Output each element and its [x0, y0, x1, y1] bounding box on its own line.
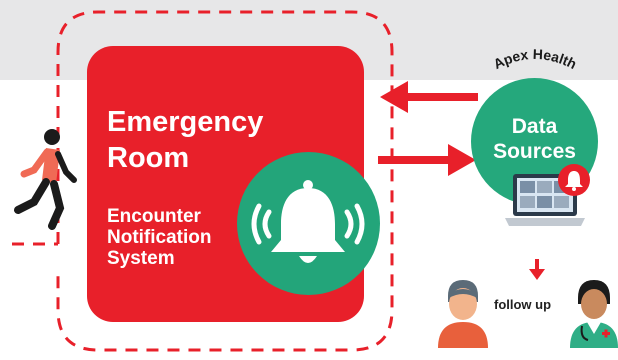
- data-sources-title: Data Sources: [471, 114, 598, 164]
- arrow-right-icon: [378, 144, 476, 176]
- exchange-arrows: [378, 80, 478, 190]
- notification-system-title: Encounter Notification System: [107, 206, 212, 269]
- doctor-icon: [570, 278, 618, 348]
- svg-text:Apex Health: Apex Health: [491, 46, 580, 72]
- org-name-arc: Apex Health: [470, 42, 600, 82]
- bell-icon: [237, 152, 380, 295]
- patient-icon: [434, 278, 492, 348]
- arrow-down-icon: [527, 259, 547, 281]
- arrow-left-icon: [380, 81, 478, 113]
- alert-bell-icon: [557, 163, 591, 197]
- follow-up-label: follow up: [494, 297, 551, 312]
- person-running-icon: [6, 128, 78, 230]
- org-name: Apex Health: [491, 46, 580, 72]
